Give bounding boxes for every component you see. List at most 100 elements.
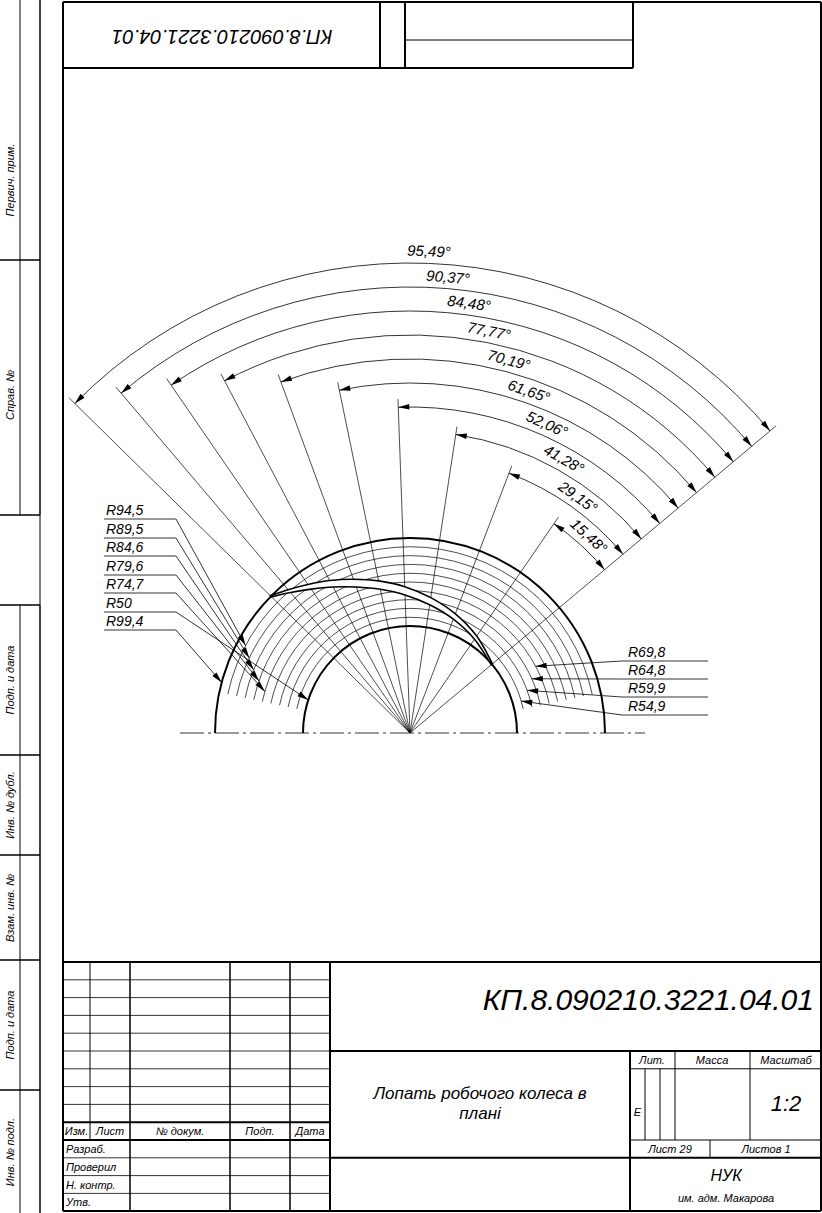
frame-line: [379, 2, 381, 68]
leader-line: [521, 701, 622, 715]
frame-line: [129, 962, 131, 1211]
table-cell: Утв.: [66, 1196, 91, 1209]
frame-line: [329, 962, 331, 1211]
leader-line: [176, 519, 246, 646]
callout-underline: [104, 538, 176, 539]
stamp-label: Подп. и дата: [4, 646, 17, 715]
frame-line: [20, 0, 21, 515]
frame-line: [0, 854, 40, 856]
dimension-arrow: [595, 560, 604, 570]
radius-callout: R64,8: [628, 662, 665, 678]
radial-line: [338, 382, 410, 733]
angle-dimension: 61,65°: [505, 376, 552, 407]
frame-line: [39, 605, 41, 1213]
frame-line: [820, 2, 822, 1211]
angle-dimension: 95,49°: [407, 242, 451, 261]
center-line: [180, 733, 645, 734]
dimension-arc: [225, 335, 715, 477]
stamp-label: Инв. № дубл.: [4, 771, 17, 839]
dimension-arrow: [706, 467, 715, 477]
table-cell: Разраб.: [66, 1143, 106, 1156]
stamp-label: Подп. и дата: [4, 991, 17, 1060]
dimension-arrow: [632, 529, 641, 539]
callout-underline: [622, 661, 708, 662]
radius-callout: R79,6: [106, 558, 143, 574]
frame-line: [90, 962, 91, 1140]
frame-line: [63, 1, 821, 3]
organization: НУК: [710, 1167, 741, 1185]
leader-arrow: [212, 672, 221, 682]
radius-arc: [288, 608, 532, 707]
radius-callout: R74,7: [106, 576, 143, 592]
dimension-arrow: [614, 544, 623, 554]
stamp-label: Справ. №: [4, 370, 17, 420]
leader-line: [536, 661, 622, 666]
document-code: КП.8.090210.3221.04.01: [483, 983, 814, 1018]
dimension-arc: [398, 407, 659, 523]
frame-line: [40, 515, 41, 605]
dimension-arrow: [456, 433, 467, 439]
frame-line: [39, 0, 41, 515]
leader-arrow: [521, 700, 532, 706]
radius-callout: R69,8: [628, 644, 665, 660]
frame-line: [404, 2, 406, 68]
dimension-arc: [456, 434, 642, 538]
dimension-arrow: [121, 384, 131, 393]
table-cell: Листов 1: [741, 1143, 790, 1156]
callout-underline: [104, 556, 176, 557]
callout-underline: [104, 630, 176, 631]
frame-line: [630, 1068, 821, 1069]
frame-line: [229, 962, 231, 1211]
radial-line: [398, 399, 410, 733]
frame-line: [750, 1051, 751, 1140]
radius-callout: R84,6: [106, 539, 143, 555]
radial-line: [410, 517, 558, 733]
dimension-arrow: [742, 436, 751, 446]
extension-line: [410, 426, 776, 733]
callout-underline: [104, 575, 176, 576]
angle-dimension: 52,06°: [524, 407, 571, 440]
dimension-arrow: [225, 373, 236, 381]
leader-line: [176, 593, 265, 691]
frame-line: [0, 604, 40, 606]
table-cell: Н. контр.: [66, 1179, 116, 1192]
leader-line: [176, 556, 254, 670]
dimension-arrow: [651, 513, 660, 523]
hub-circle: [303, 626, 517, 733]
frame-line: [645, 1069, 646, 1140]
frame-line: [0, 959, 40, 961]
dimension-arrow: [281, 376, 292, 382]
dimension-arc: [75, 263, 770, 431]
leader-arrow: [298, 692, 309, 700]
table-header: Масштаб: [760, 1054, 811, 1067]
dimension-arrow: [171, 377, 182, 386]
radial-line: [278, 374, 410, 733]
callout-underline: [104, 519, 176, 520]
angle-dimension: 29,15°: [555, 477, 600, 516]
frame-line: [675, 1051, 676, 1140]
frame-line: [629, 1051, 631, 1211]
leader-arrow: [532, 676, 543, 682]
radius-arc: [254, 573, 566, 700]
dimension-arrow: [75, 394, 85, 404]
stamp-label: Инв. № подл.: [4, 1118, 17, 1186]
dimension-arrow: [669, 498, 678, 508]
dimension-arc: [121, 287, 752, 446]
radial-line: [69, 398, 410, 733]
scale-value: 1:2: [771, 1091, 802, 1116]
table-cell: Е: [634, 1106, 641, 1119]
frame-line: [63, 961, 821, 963]
callout-underline: [622, 697, 708, 698]
leader-arrow: [536, 663, 547, 669]
frame-line: [289, 962, 291, 1211]
dimension-arrow: [509, 473, 520, 480]
radius-arc: [271, 591, 549, 704]
angle-dimension: 41,28°: [541, 441, 587, 477]
table-cell: Проверил: [66, 1161, 116, 1174]
blade-profile: [270, 579, 492, 665]
radius-callout: R99,4: [106, 613, 143, 629]
dimension-arc: [339, 383, 678, 508]
radius-callout: R50: [106, 595, 132, 611]
table-cell: Лист 29: [648, 1143, 692, 1156]
